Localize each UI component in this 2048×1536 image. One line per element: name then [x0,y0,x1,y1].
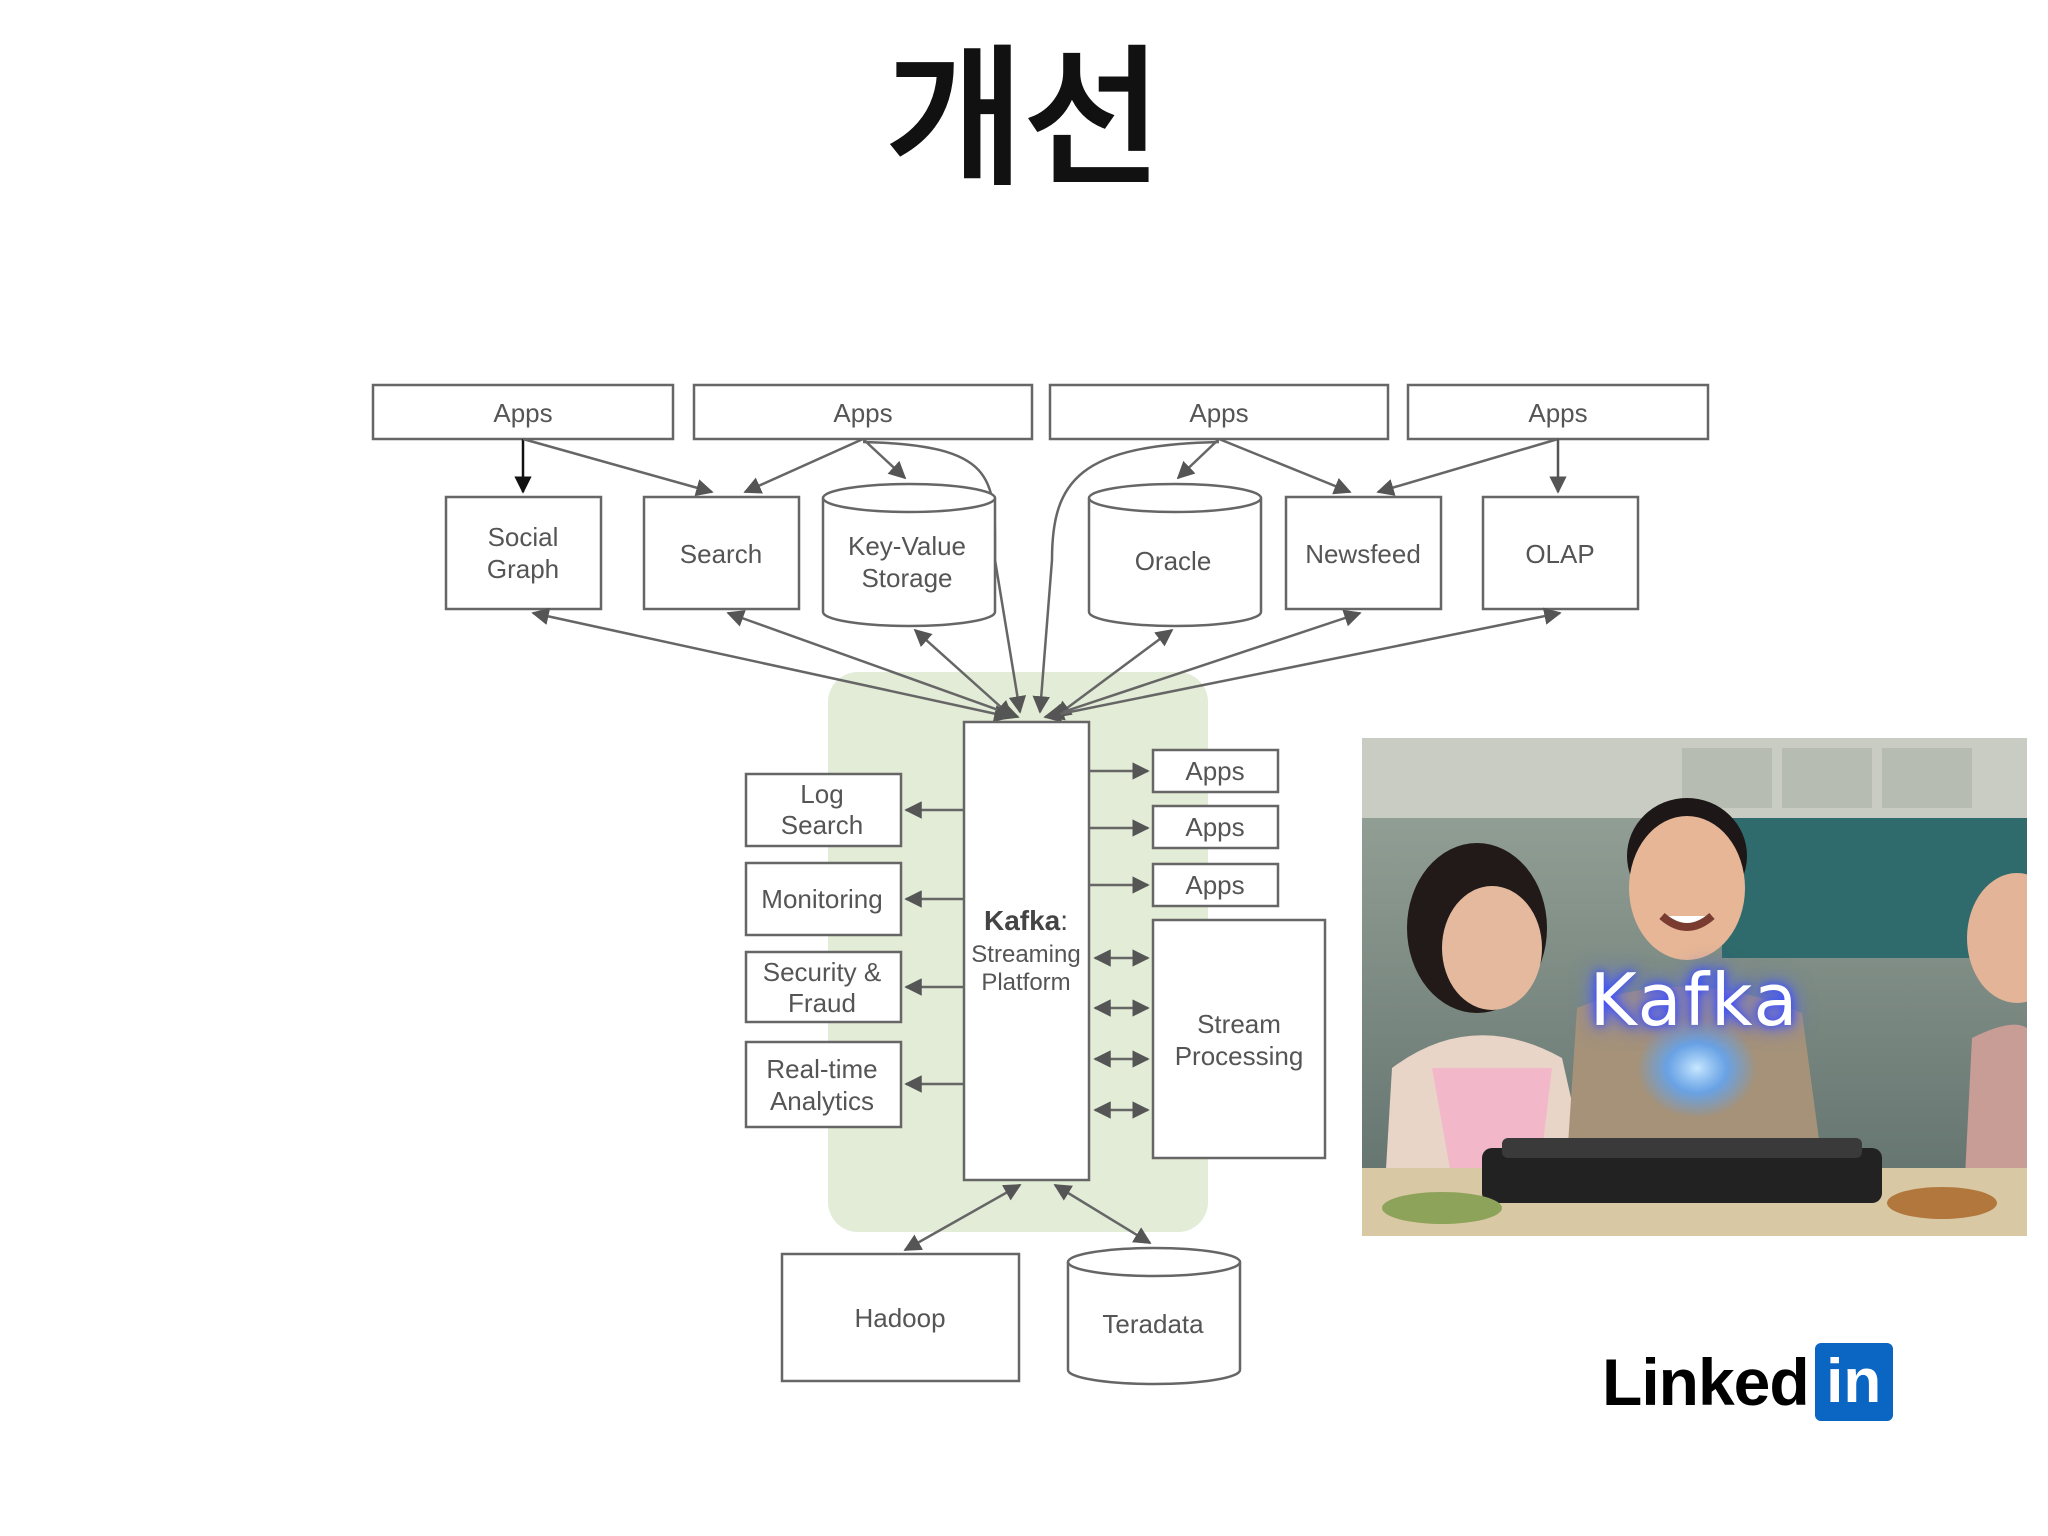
apps-top-2: Apps [833,398,892,428]
social-graph-line1: Social [488,522,559,552]
kafka-platform: Kafka: Streaming Platform [962,720,1091,1182]
log-search-line1: Log [800,779,843,809]
apps-right-1: Apps [1185,756,1244,786]
oracle-label: Oracle [1135,546,1212,576]
apps-top-1: Apps [493,398,552,428]
left-consumers: Log Search Monitoring Security & Fraud R… [744,772,964,1129]
stream-processing-box [1151,918,1327,1160]
realtime-line1: Real-time [766,1054,877,1084]
search-box [642,495,801,611]
bottom-stores: Hadoop Teradata [780,1183,1242,1386]
page-title: 개선 [885,33,1162,207]
kafka-sub-line1: Streaming [971,941,1080,968]
hadoop-label: Hadoop [854,1303,945,1333]
monitoring-label: Monitoring [761,884,882,914]
monitoring-box [744,861,903,937]
kafka-sub-line2: Platform [981,969,1070,996]
apps-right-2-box [1151,804,1280,850]
social-graph-line2: Graph [487,554,559,584]
security-line1: Security & [763,957,882,987]
security-line2: Fraud [788,988,856,1018]
hadoop-box [780,1252,1021,1383]
log-search-line2: Search [781,810,863,840]
apps-right-1-box [1151,748,1280,794]
stream-processing-line2: Processing [1175,1041,1304,1071]
teradata-label: Teradata [1102,1309,1204,1339]
teradata-cylinder: Teradata [1066,1246,1242,1386]
photo-overlay-text: Kafka [1589,958,1800,1042]
stream-processing-line1: Stream [1197,1009,1281,1039]
newsfeed-box [1284,495,1443,611]
apps-top-4: Apps [1528,398,1587,428]
apps-top-3: Apps [1189,398,1248,428]
top-apps-row: Apps Apps Apps Apps [371,383,1710,441]
olap-label: OLAP [1525,539,1594,569]
key-value-storage-cylinder: Key-Value Storage [821,482,997,628]
social-graph-box [444,495,603,611]
search-label: Search [680,539,762,569]
meme-scene [1362,738,2027,1236]
right-consumers: Apps Apps Apps Stream Processing [1089,748,1327,1160]
security-box [744,950,903,1024]
newsfeed-label: Newsfeed [1305,539,1421,569]
realtime-line2: Analytics [770,1086,874,1116]
key-value-line2: Storage [861,563,952,593]
realtime-box [744,1040,903,1129]
kafka-store-links [531,607,1562,723]
apps-right-3: Apps [1185,870,1244,900]
linkedin-logo: Linked in [1602,1342,1893,1422]
middle-tier: Social Graph Search Key-Value Storage Or… [444,482,1640,628]
key-value-line1: Key-Value [848,531,966,561]
apps-right-3-box [1151,862,1280,908]
log-search-box [744,772,903,848]
kafka-name: Kafka: [984,905,1068,936]
apps-right-2: Apps [1185,812,1244,842]
logo-word: Linked [1602,1345,1810,1419]
kafka-meme-photo: Kafka [1362,738,2027,1236]
oracle-cylinder: Oracle [1087,482,1263,628]
logo-badge: in [1814,1343,1893,1421]
